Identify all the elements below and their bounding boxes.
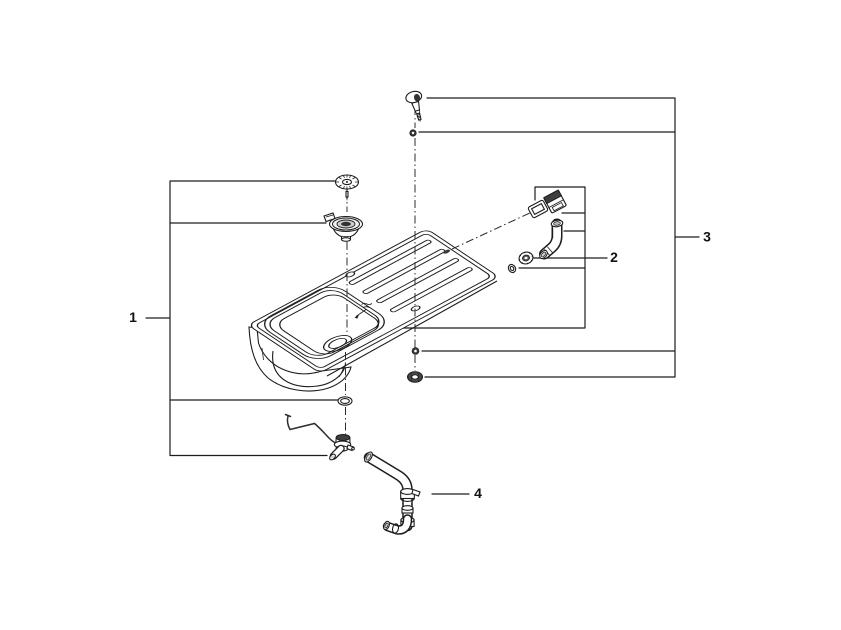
hose-nut-drawing: [518, 251, 534, 265]
p-trap-drawing: [363, 451, 421, 535]
sink-unit-drawing: [248, 230, 498, 392]
callout-3-leader-lines: [418, 97, 700, 378]
callout-3: 3: [703, 229, 711, 245]
overflow-gasket-drawing: [527, 199, 549, 219]
drain-valve-drawing: [329, 434, 355, 461]
bowl-opening: [264, 286, 385, 359]
overflow-cover-drawing: [543, 189, 567, 214]
drain-o-ring-drawing: [337, 396, 353, 406]
seal-washer-drawing: [411, 347, 420, 355]
overflow-hole: [443, 249, 451, 254]
callout-2-leader-lines: [397, 186, 608, 329]
bowl-drain-hole: [322, 335, 353, 352]
callout-1-leader-lines: [145, 180, 339, 457]
drainboard-grooves: [348, 239, 473, 313]
basket-strainer-drawing: [323, 212, 364, 242]
overflow-elbow-drawing: [539, 218, 564, 260]
rim-screw-hole: [410, 305, 421, 312]
small-o-ring-drawing: [507, 263, 517, 274]
brand-mark: [354, 302, 373, 319]
control-cable-drawing: [284, 413, 340, 446]
callout-2: 2: [610, 249, 618, 265]
strainer-cap-drawing: [334, 174, 360, 201]
mounting-nut-drawing: [407, 371, 423, 383]
screw-washer-drawing: [409, 129, 417, 137]
callout-1: 1: [129, 309, 137, 325]
mounting-screw-drawing: [405, 90, 423, 122]
callout-4: 4: [474, 485, 482, 501]
